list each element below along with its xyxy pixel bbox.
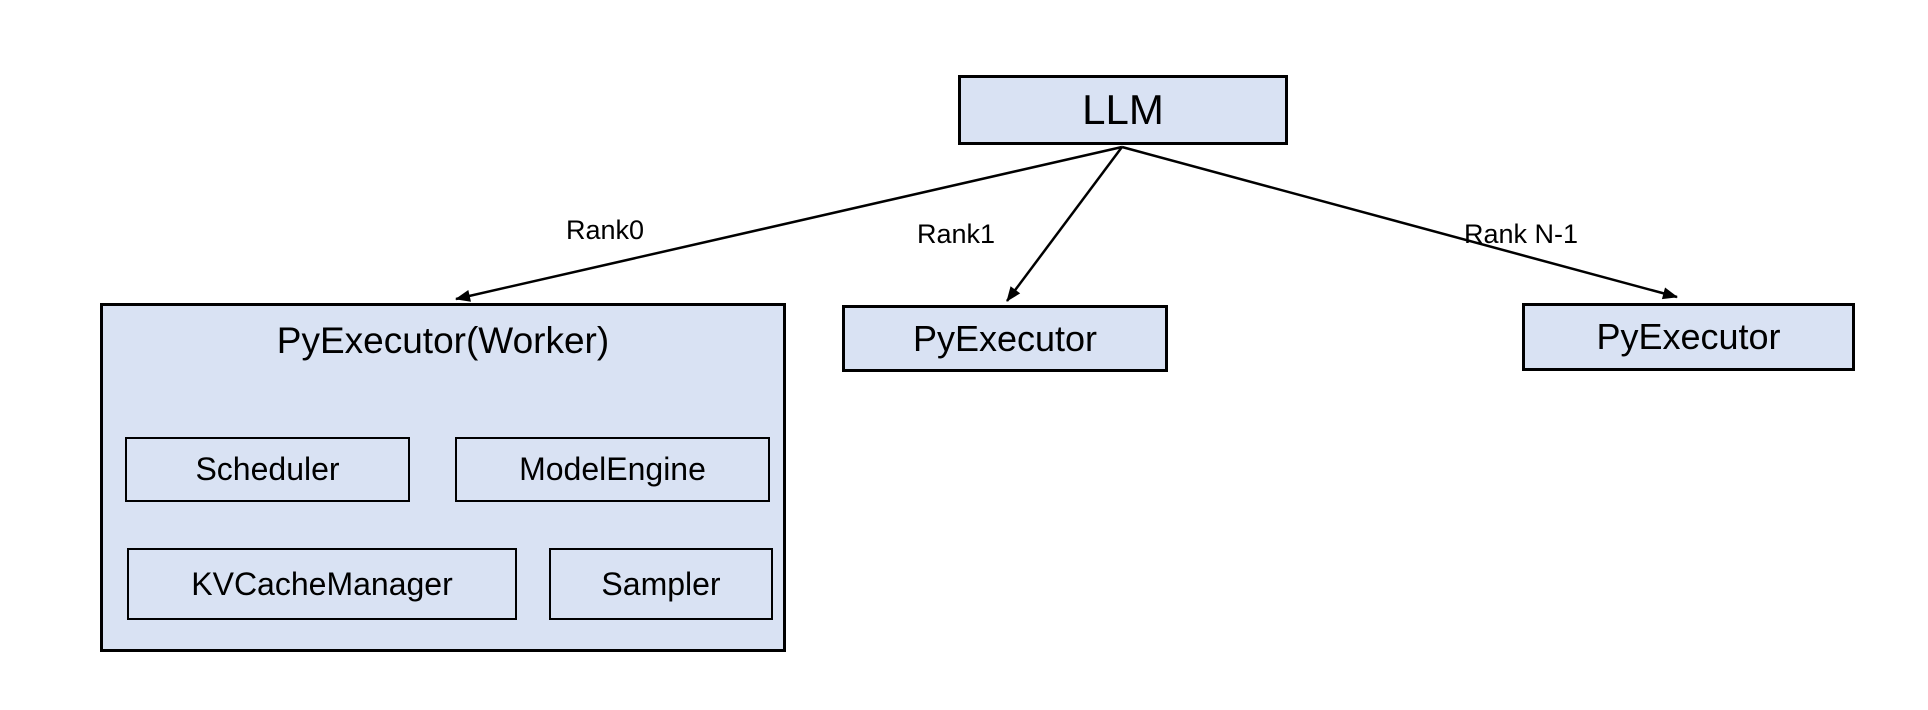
node-modelengine-label: ModelEngine: [519, 451, 706, 487]
edge-llm-to-executor-rank-n: [1121, 145, 1678, 300]
node-kvcachemanager: KVCacheManager: [127, 548, 517, 620]
edge-llm-to-executor-rank1: [1005, 146, 1124, 302]
node-pyexecutor-rank1: PyExecutor: [842, 305, 1168, 372]
node-pyexecutor-rank-n-label: PyExecutor: [1596, 316, 1781, 357]
edge-label-rank-n: Rank N-1: [1464, 219, 1579, 249]
node-pyexecutor-rank-n: PyExecutor: [1522, 303, 1855, 371]
node-sampler-label: Sampler: [601, 565, 721, 602]
node-scheduler-label: Scheduler: [195, 451, 340, 487]
node-llm-label: LLM: [1082, 86, 1164, 133]
node-modelengine: ModelEngine: [455, 437, 770, 502]
node-kvcachemanager-label: KVCacheManager: [191, 565, 453, 602]
node-pyexecutor-rank1-label: PyExecutor: [912, 317, 1098, 359]
node-pyexecutor-worker-label: PyExecutor(Worker): [276, 320, 610, 361]
node-pyexecutor-worker: PyExecutor(Worker) Scheduler ModelEngine…: [100, 303, 786, 652]
node-llm: LLM: [958, 75, 1288, 145]
node-sampler: Sampler: [549, 548, 773, 620]
edge-label-rank1: Rank1: [917, 219, 996, 249]
edge-label-rank0: Rank0: [566, 215, 645, 245]
edge-llm-to-worker: [455, 145, 1123, 302]
node-scheduler: Scheduler: [125, 437, 410, 502]
